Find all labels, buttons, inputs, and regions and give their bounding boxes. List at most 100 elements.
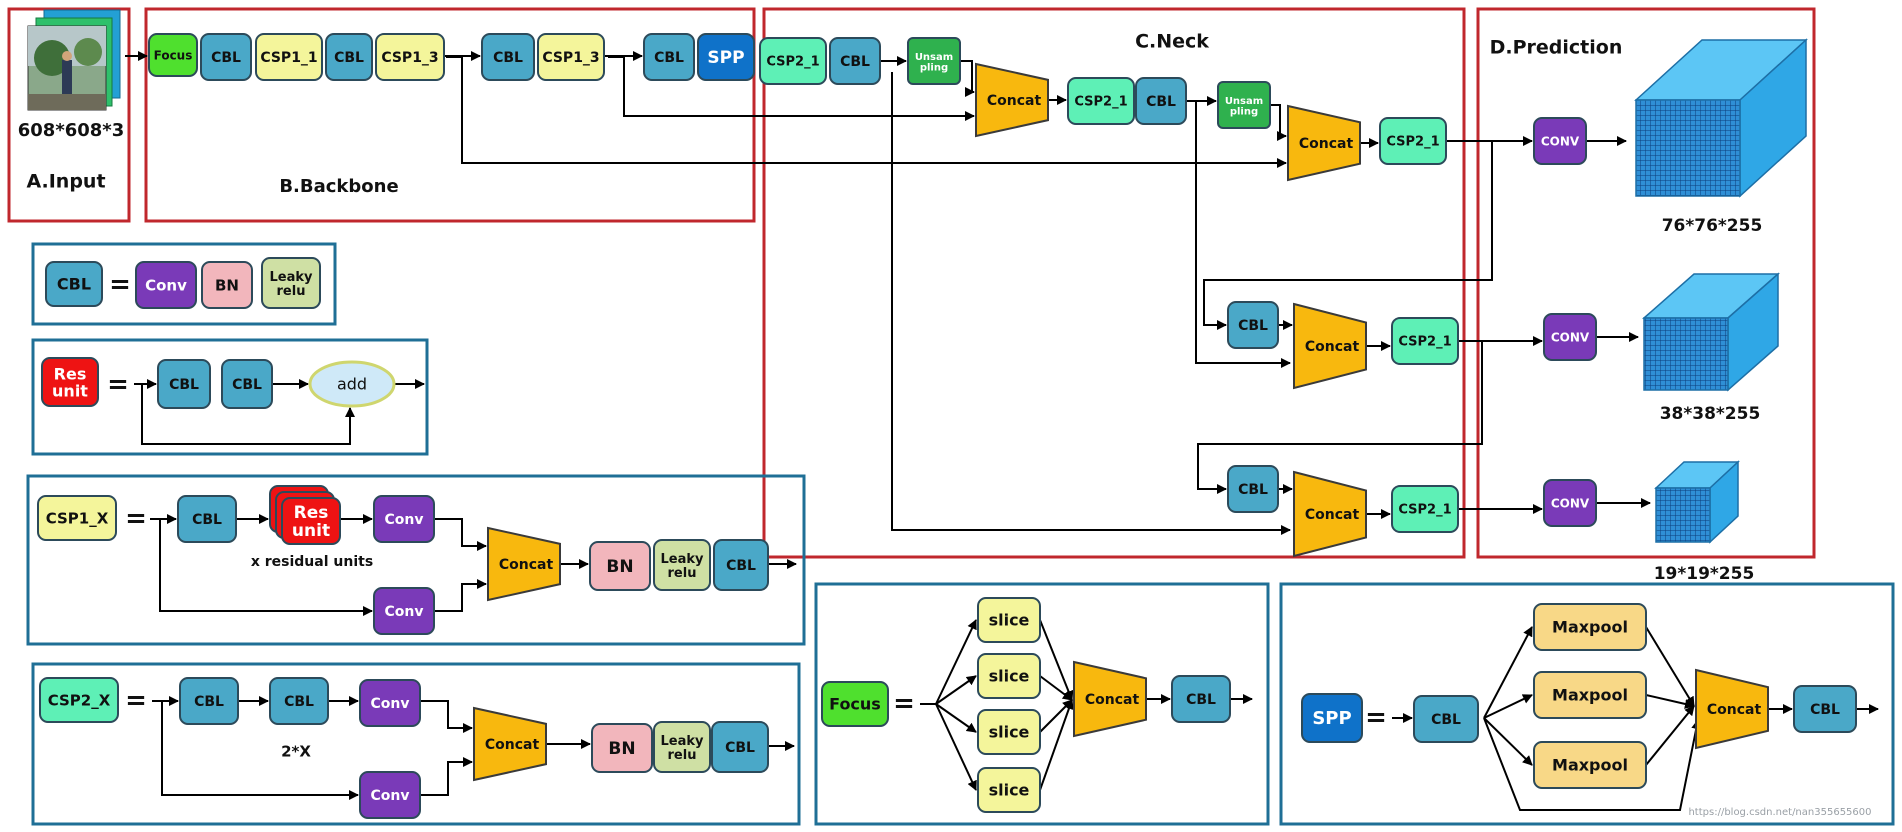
arrow-to-slice [935,703,977,733]
res-unit-stack-label-line: unit [292,521,330,541]
csp1-1-block [255,33,323,81]
csp1x-concat-label: Concat [499,557,554,573]
neck-concat-4-label: Concat [1305,507,1360,523]
spp-cbl-in [1413,695,1479,743]
neck-concat-4 [1293,470,1367,558]
neck-cbl-b-label: CBL [1146,94,1176,110]
backbone-cbl-2 [325,33,373,81]
csp1x-conv-2-label: Conv [385,604,424,620]
maxpool-block-2-label: Maxpool [1552,686,1628,705]
neck-concat-3 [1293,302,1367,390]
backbone-cbl-4-label: CBL [654,50,684,66]
section-title-neck: C.Neck [1135,31,1209,53]
arrow-shortcut [159,519,373,616]
predict-conv-2-label: CONV [1551,331,1590,345]
add-node [308,360,396,408]
focus-cbl [1171,675,1231,723]
neck-cbl-b [1135,77,1187,125]
section-title-input: A.Input [26,171,105,193]
arrow-maxpool-concat [1645,705,1695,766]
csp2x-conv-1-label: Conv [371,696,410,712]
neck-csp2-1-e [1391,485,1459,533]
arrow-slice-concat [1039,619,1074,701]
section-title-backbone: B.Backbone [279,176,398,197]
arrow-maxpool-concat [1645,626,1695,707]
csp1x-concat [487,526,561,602]
neck-concat-1 [975,62,1049,138]
csp2x-bn-label: BN [608,739,635,759]
slice-block-4 [977,767,1041,813]
csp1x-cbl-out [713,539,769,591]
arrow-slice-concat [1039,675,1073,701]
arrow-to-slice [935,619,977,705]
csp2x-cbl-out [711,721,769,773]
focus-block [148,33,198,77]
output-cube-76-front [1635,99,1741,197]
output-size-76: 76*76*255 [1662,216,1763,236]
neck-concat-2 [1287,104,1361,182]
maxpool-block-2 [1533,671,1647,719]
csp1x-bn [589,541,651,591]
output-size-38: 38*38*255 [1660,404,1761,424]
equals-sign: = [893,689,915,719]
backbone-cbl-3 [481,33,535,81]
csp1x-conv-1-label: Conv [385,512,424,528]
backbone-cbl-4 [643,33,695,81]
equals-sign: = [107,370,129,400]
csp1x-cbl-label: CBL [192,512,222,528]
legend-focus-label: Focus [829,695,881,714]
csp1x-leaky-label-line: Leaky [661,552,705,567]
neck-csp2-1-c-label: CSP2_1 [1386,135,1439,150]
csp1-3-block-1 [375,33,445,81]
csp2x-concat [473,706,547,782]
neck-concat-1-label: Concat [987,93,1042,109]
res-cbl-2 [221,359,273,409]
arrow [434,579,487,612]
csp1x-conv-2 [373,587,435,635]
spp-block [697,33,755,81]
spp-concat [1695,668,1769,750]
output-size-19: 19*19*255 [1654,564,1755,584]
maxpool-block-3 [1533,741,1647,789]
focus-cbl-label: CBL [1186,692,1216,708]
frame-csp2-def [31,662,801,826]
arrow-res-shortcut [141,384,355,445]
neck-cbl-c [1227,301,1279,349]
watermark-text: https://blog.csdn.net/nan355655600 [1688,807,1871,818]
csp1x-bn-label: BN [606,557,633,577]
legend-conv [135,261,197,309]
csp2x-concat-label: Concat [485,737,540,753]
equals-sign: = [125,686,147,716]
csp2x-cbl-out-label: CBL [725,740,755,756]
legend-bn [201,261,253,309]
frame-resunit-def [31,338,429,456]
neck-cbl-a [829,37,881,85]
equals-sign: = [109,270,131,300]
x-residual-label: x residual units [251,554,373,570]
predict-conv-3 [1543,479,1597,527]
input-image-person-head [62,51,72,61]
slice-block-2-label: slice [989,667,1030,686]
add-label: add [337,375,367,394]
csp2x-cbl-2-label: CBL [284,694,314,710]
legend-conv-label: Conv [145,277,187,295]
slice-block-3-label: slice [989,723,1030,742]
frame-spp-def [1279,582,1895,826]
legend-bn-label: BN [215,277,239,295]
two-x-label: 2*X [281,743,311,761]
neck-csp2-1-b [1067,77,1135,125]
res-unit-stack [281,497,341,545]
neck-cbl-d-label: CBL [1238,482,1268,498]
predict-conv-3-label: CONV [1551,497,1590,511]
legend-res-unit [41,357,99,407]
legend-leaky-label-line: Leaky [270,270,314,285]
legend-res-unit-label-line: Res [54,364,87,383]
frame-cbl-def [31,242,337,326]
res-cbl-1 [157,359,211,409]
upsample-block-1-label-line: Unsam [915,52,953,63]
arrow [420,757,473,796]
neck-cbl-a-label: CBL [840,54,870,70]
